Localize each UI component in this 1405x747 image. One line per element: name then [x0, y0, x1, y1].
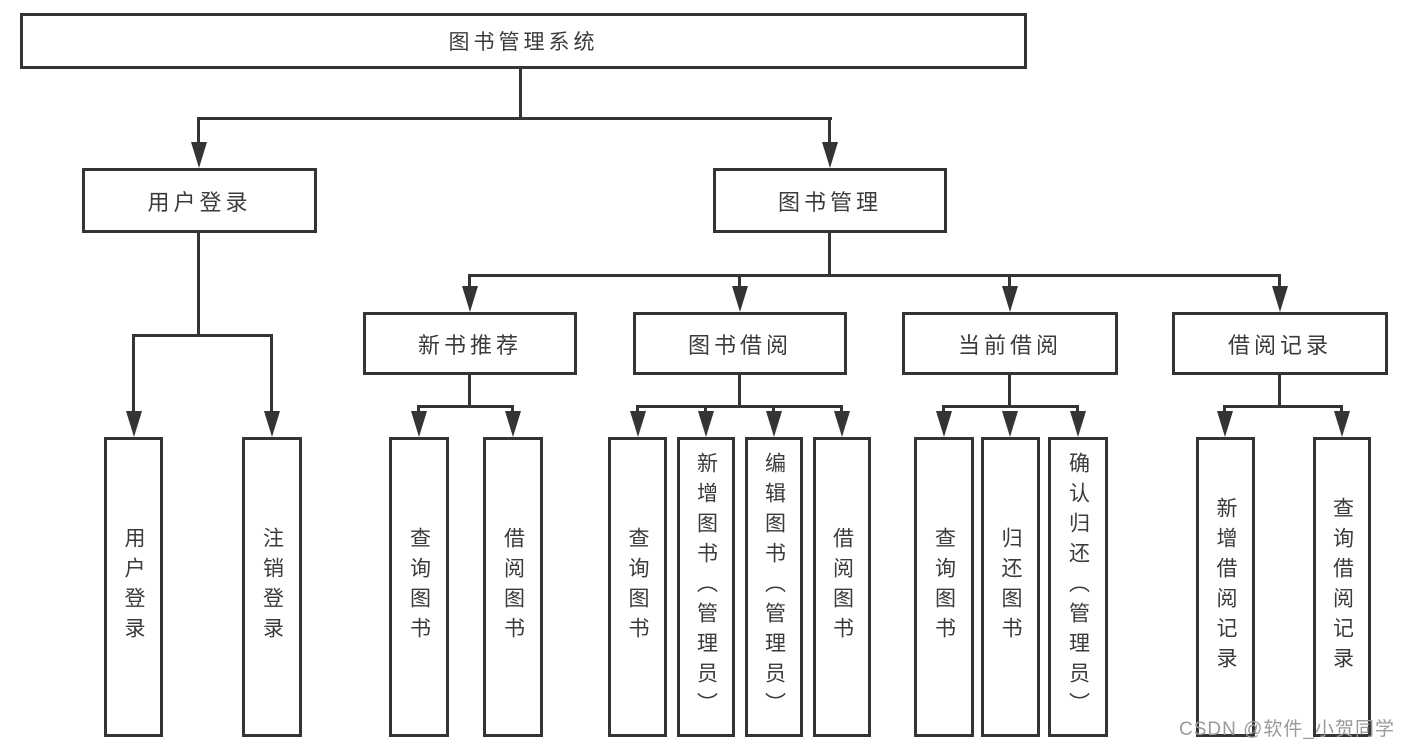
- arrowhead-icon: [1217, 411, 1233, 437]
- connector-line: [772, 405, 775, 415]
- connector-line: [197, 233, 200, 337]
- connector-line: [1340, 405, 1343, 415]
- leaf-query-books-borrowing: 查询图书: [608, 437, 667, 737]
- connector-line: [511, 405, 514, 415]
- connector-line: [468, 274, 471, 290]
- connector-line: [1076, 405, 1079, 415]
- node-root-library-system: 图书管理系统: [20, 13, 1027, 69]
- leaf-query-books-recommend: 查询图书: [389, 437, 449, 737]
- connector-line: [1278, 274, 1281, 290]
- node-label: 用户登录: [147, 189, 252, 215]
- connector-line: [468, 274, 1281, 277]
- node-borrowing-records: 借阅记录: [1172, 312, 1388, 375]
- node-label: 借阅记录: [1227, 332, 1332, 358]
- node-label: 确认归还（管理员）: [1066, 452, 1090, 722]
- arrowhead-icon: [732, 286, 748, 312]
- node-book-borrowing: 图书借阅: [633, 312, 847, 375]
- connector-line: [704, 405, 707, 415]
- connector-line: [1223, 405, 1343, 408]
- arrowhead-icon: [766, 411, 782, 437]
- leaf-add-borrow-record: 新增借阅记录: [1196, 437, 1255, 737]
- connector-line: [468, 375, 471, 408]
- connector-line: [417, 405, 514, 408]
- connector-line: [132, 334, 273, 337]
- connector-line: [132, 334, 135, 416]
- node-label: 借阅图书: [830, 527, 854, 647]
- arrowhead-icon: [126, 411, 142, 437]
- arrowhead-icon: [1002, 286, 1018, 312]
- node-label: 图书管理: [777, 189, 882, 215]
- arrowhead-icon: [822, 142, 838, 168]
- leaf-return-books: 归还图书: [981, 437, 1040, 737]
- node-label: 归还图书: [999, 527, 1022, 647]
- connector-line: [197, 117, 832, 120]
- node-label: 查询图书: [407, 527, 431, 647]
- connector-line: [519, 68, 522, 119]
- arrowhead-icon: [630, 411, 646, 437]
- leaf-query-books-current: 查询图书: [914, 437, 974, 737]
- arrowhead-icon: [264, 411, 280, 437]
- csdn-watermark: CSDN @软件_小贺同学: [1179, 719, 1395, 740]
- leaf-borrow-books: 借阅图书: [813, 437, 871, 737]
- node-user-login: 用户登录: [82, 168, 317, 233]
- connector-line: [636, 405, 639, 415]
- node-book-management: 图书管理: [713, 168, 947, 233]
- node-new-book-recommendation: 新书推荐: [363, 312, 577, 375]
- node-label: 注销登录: [260, 527, 284, 647]
- connector-line: [738, 375, 741, 408]
- node-label: 用户登录: [122, 527, 145, 647]
- connector-line: [636, 405, 843, 408]
- connector-line: [738, 274, 741, 290]
- arrowhead-icon: [698, 411, 714, 437]
- connector-line: [840, 405, 843, 415]
- leaf-query-borrow-record: 查询借阅记录: [1313, 437, 1371, 737]
- node-label: 当前借阅: [957, 332, 1062, 358]
- node-current-borrowing: 当前借阅: [902, 312, 1118, 375]
- connector-line: [1008, 375, 1011, 408]
- connector-line: [942, 405, 1079, 408]
- arrowhead-icon: [505, 411, 521, 437]
- node-label: 编辑图书（管理员）: [762, 452, 786, 722]
- arrowhead-icon: [1272, 286, 1288, 312]
- leaf-edit-books-admin: 编辑图书（管理员）: [745, 437, 803, 737]
- leaf-borrow-books-recommend: 借阅图书: [483, 437, 543, 737]
- connector-line: [1223, 405, 1226, 415]
- leaf-confirm-return-admin: 确认归还（管理员）: [1048, 437, 1108, 737]
- node-label: 查询借阅记录: [1330, 497, 1354, 677]
- connector-line: [1278, 375, 1281, 408]
- connector-line: [197, 117, 200, 150]
- connector-line: [828, 117, 831, 150]
- node-label: 查询图书: [932, 527, 956, 647]
- arrowhead-icon: [1070, 411, 1086, 437]
- arrowhead-icon: [411, 411, 427, 437]
- arrowhead-icon: [1002, 411, 1018, 437]
- node-label: 图书借阅: [687, 332, 792, 358]
- arrowhead-icon: [191, 142, 207, 168]
- node-label: 新书推荐: [417, 332, 522, 358]
- node-label: 新增借阅记录: [1214, 497, 1237, 677]
- arrowhead-icon: [462, 286, 478, 312]
- leaf-logout: 注销登录: [242, 437, 302, 737]
- connector-line: [942, 405, 945, 415]
- connector-line: [828, 233, 831, 277]
- connector-line: [1008, 274, 1011, 290]
- leaf-user-login: 用户登录: [104, 437, 163, 737]
- arrowhead-icon: [1334, 411, 1350, 437]
- leaf-add-books-admin: 新增图书（管理员）: [677, 437, 735, 737]
- connector-line: [417, 405, 420, 415]
- arrowhead-icon: [834, 411, 850, 437]
- node-label: 查询图书: [626, 527, 649, 647]
- arrowhead-icon: [936, 411, 952, 437]
- node-label: 新增图书（管理员）: [694, 452, 718, 722]
- node-label: 借阅图书: [501, 527, 525, 647]
- connector-line: [270, 334, 273, 416]
- node-label: 图书管理系统: [448, 31, 599, 54]
